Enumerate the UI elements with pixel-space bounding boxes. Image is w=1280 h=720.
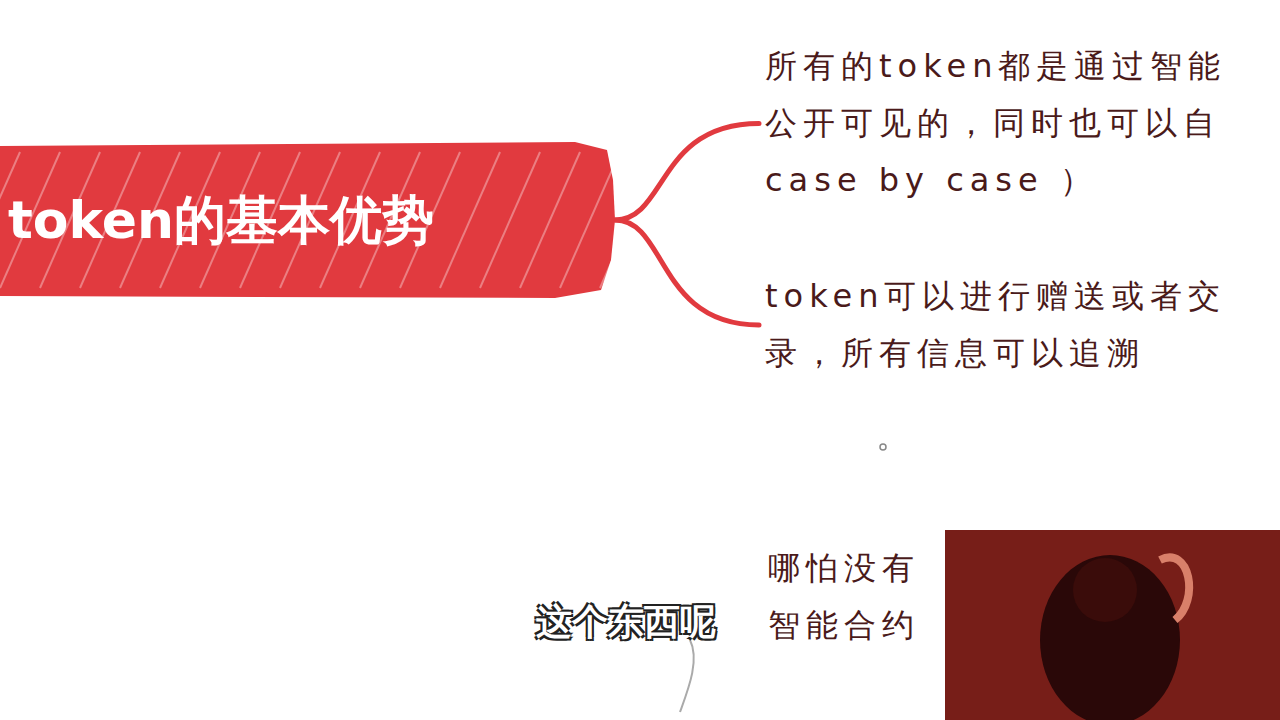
branch-text: 所有的token都是通过智能 公开可见的，同时也可以自 case by case… [765,38,1245,209]
branch-text: token可以进行赠送或者交 录，所有信息可以追溯 [765,268,1245,382]
branch-node: token可以进行赠送或者交 录，所有信息可以追溯 [765,268,1245,382]
branch-curve [615,124,759,221]
brush-hatch [600,152,615,288]
branch-curve [615,220,759,325]
branch-node: 所有的token都是通过智能 公开可见的，同时也可以自 case by case… [765,38,1245,209]
title-box: token的基本优势 [0,140,615,300]
brush-hatch [440,152,500,288]
brush-hatch [480,152,540,288]
pen-stroke [680,640,694,712]
webcam-figure [1040,555,1180,720]
brush-hatch [560,152,615,288]
cursor-dot [880,444,886,450]
webcam-head [1073,558,1137,622]
subtitle-text: 这个东西呢 [536,598,756,647]
brush-hatch [520,152,580,288]
webcam-arm [1160,557,1189,620]
title-text: token的基本优势 [0,140,615,300]
note-text: 哪怕没有 智能合约 [768,540,968,654]
